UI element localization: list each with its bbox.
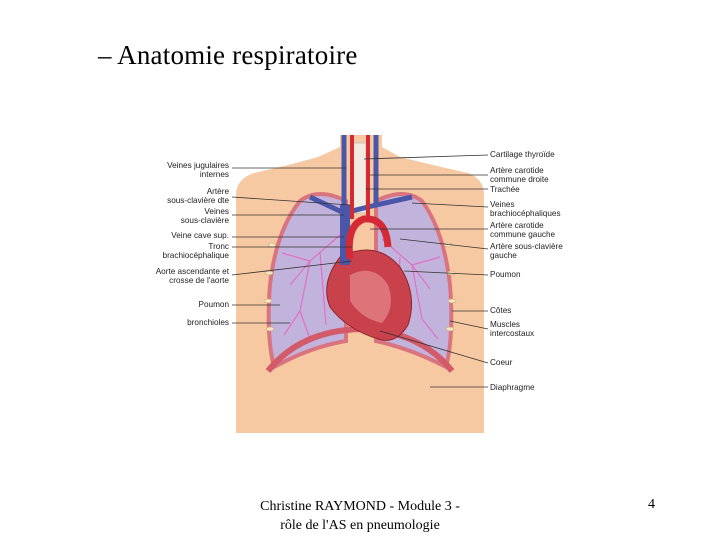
label-bronchioles: bronchioles [187,318,229,327]
footer-line-1: Christine RAYMOND - Module 3 - [230,497,490,516]
label-poumon-left: Poumon [199,300,230,309]
page-number: 4 [648,497,655,513]
label-diaphragme: Diaphragme [490,383,535,392]
label-coeur: Coeur [490,358,513,367]
label-veine-cave-sup: Veine cave sup. [171,231,229,240]
label-cartilage-thyroide: Cartilage thyroïde [490,150,555,159]
label-trachee: Trachée [490,185,520,194]
slide-footer: Christine RAYMOND - Module 3 - rôle de l… [230,497,490,535]
trachea [352,143,366,213]
label-poumon-right: Poumon [490,270,521,279]
label-cotes: Côtes [490,306,511,315]
slide-title: – Anatomie respiratoire [98,40,358,71]
footer-line-2: rôle de l'AS en pneumologie [230,516,490,535]
